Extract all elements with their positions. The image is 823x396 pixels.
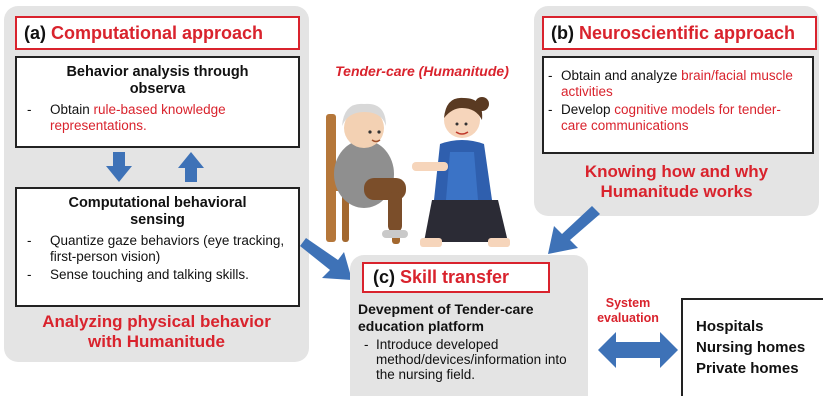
panel-b-title-text: Neuroscientific approach — [578, 22, 796, 43]
behavioral-sensing-heading: Computational behavioral sensing — [68, 195, 247, 228]
computational-approach-title: (a) Computational approach — [15, 16, 300, 50]
panel-a-label: (a) — [24, 22, 46, 43]
list-item: Introduce developed method/devices/infor… — [360, 337, 586, 382]
list-item: Sense touching and talking skills. — [23, 267, 292, 283]
list-item: Quantize gaze behaviors (eye tracking, f… — [23, 233, 292, 265]
behavior-analysis-box: Behavior analysis through observa Obtain… — [15, 56, 300, 148]
list-item: Obtain and analyze brain/facial muscle a… — [544, 68, 806, 100]
panel-a-footer: Analyzing physical behavior with Humanit… — [42, 312, 271, 351]
caregiver-illustration — [326, 97, 510, 247]
panel-b-footer: Knowing how and why Humanitude works — [584, 162, 769, 201]
list-item: Develop cognitive models for tender-care… — [544, 102, 806, 134]
list-item: Obtain rule-based knowledge representati… — [23, 102, 292, 134]
arrow-b-to-c-icon — [548, 206, 600, 254]
target-private-homes: Private homes — [696, 360, 799, 377]
target-hospitals: Hospitals — [696, 318, 764, 335]
neuroscientific-approach-title: (b) Neuroscientific approach — [542, 16, 817, 50]
behavior-analysis-heading: Behavior analysis through observa — [66, 64, 249, 97]
system-evaluation-label: System evaluation — [597, 296, 659, 325]
up-arrow-icon — [178, 152, 204, 182]
skill-transfer-bullets: Introduce developed method/devices/infor… — [360, 337, 586, 384]
tender-care-caption: Tender-care (Humanitude) — [335, 63, 509, 79]
double-arrow-icon — [598, 332, 678, 368]
panel-a-title-text: Computational approach — [51, 22, 264, 43]
down-arrow-icon — [106, 152, 132, 182]
skill-transfer-title: (c) Skill transfer — [362, 262, 550, 293]
panel-c-label: (c) — [373, 267, 395, 287]
target-nursing-homes: Nursing homes — [696, 339, 806, 356]
behavioral-sensing-box: Computational behavioral sensing Quantiz… — [15, 187, 300, 307]
neuroscientific-bullets: Obtain and analyze brain/facial muscle a… — [544, 68, 806, 134]
behavioral-sensing-bullets: Quantize gaze behaviors (eye tracking, f… — [23, 233, 292, 283]
behavior-analysis-bullets: Obtain rule-based knowledge representati… — [23, 102, 292, 134]
panel-c-title-text: Skill transfer — [400, 267, 510, 287]
skill-transfer-heading: Devepment of Tender-care education platf… — [358, 301, 534, 334]
neuroscientific-box: Obtain and analyze brain/facial muscle a… — [542, 56, 814, 154]
arrow-a-to-c-icon — [300, 238, 352, 280]
deployment-targets-box: Hospitals Nursing homes Private homes — [681, 298, 823, 396]
panel-b-label: (b) — [551, 22, 574, 43]
